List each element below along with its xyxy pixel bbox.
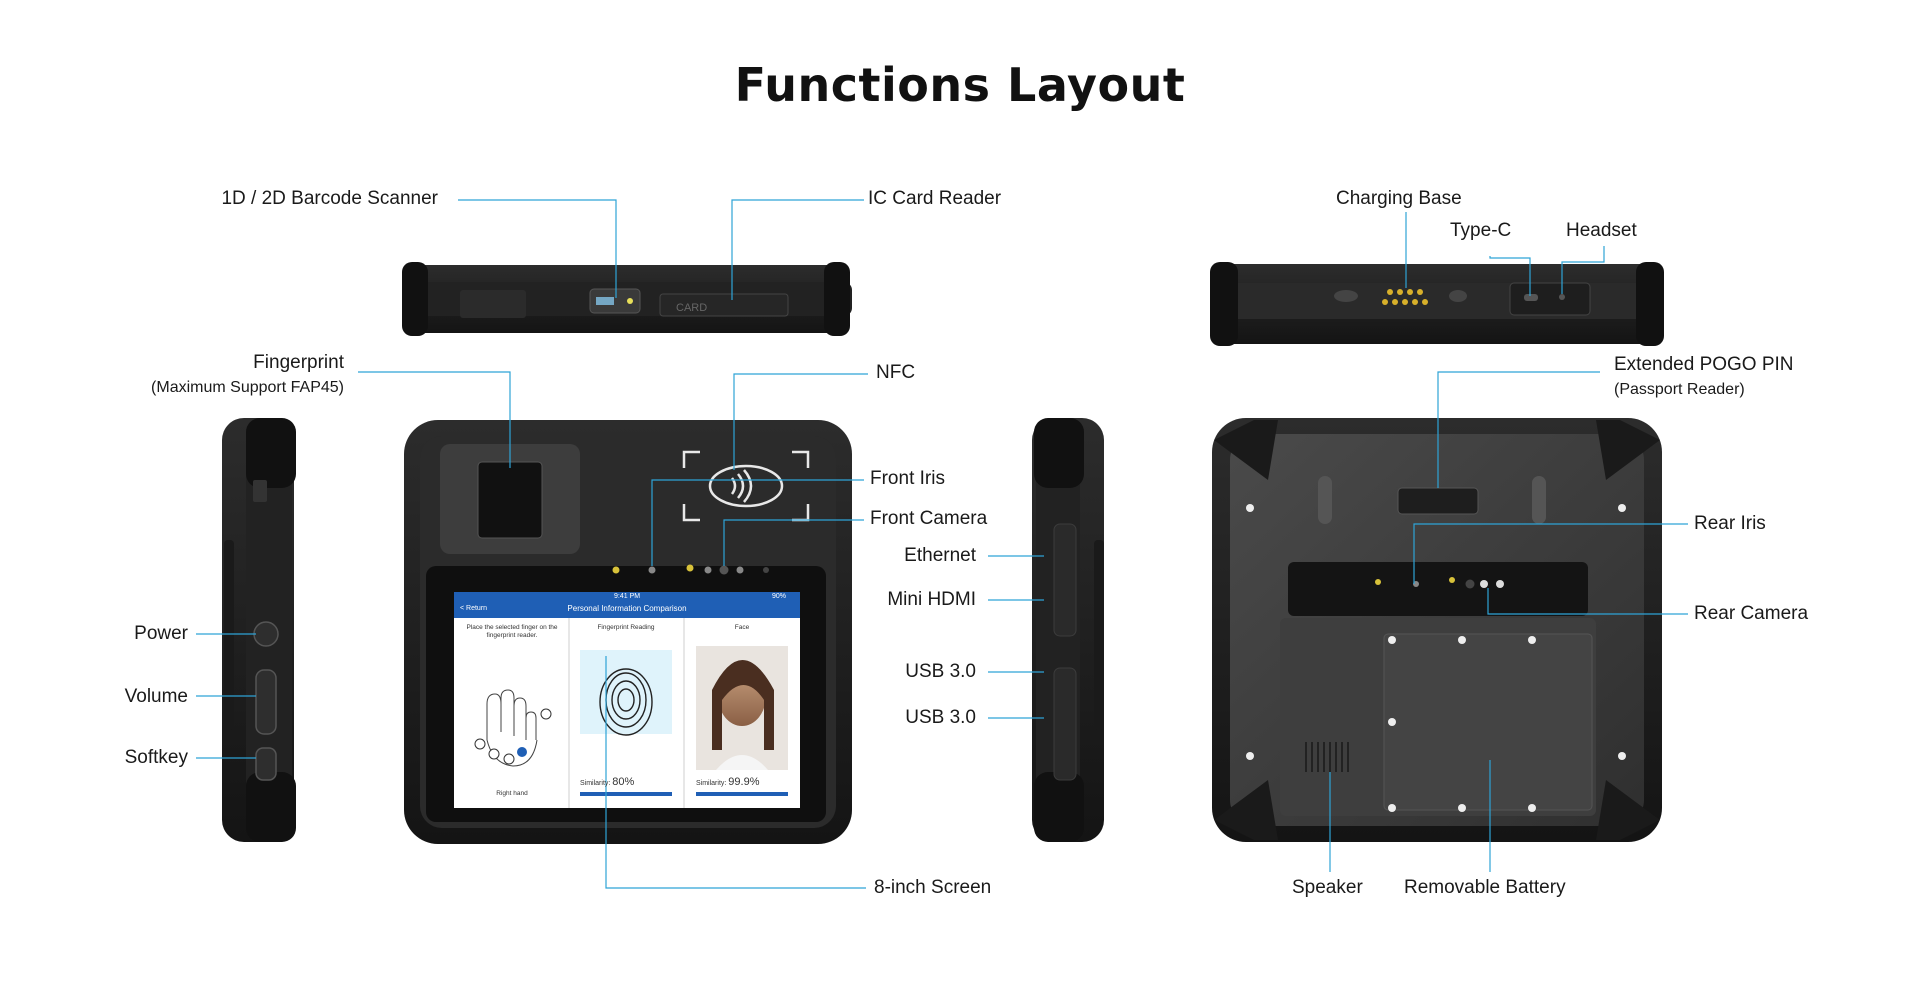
page-title: Functions Layout <box>734 58 1186 112</box>
top-edge-view: CARD <box>402 262 852 336</box>
label-headset: Headset <box>1566 220 1637 241</box>
label-ic-card-reader: IC Card Reader <box>868 188 1002 209</box>
screen-header-title: Personal Information Comparison <box>567 604 687 613</box>
speaker-grille <box>1305 742 1349 772</box>
headset-jack <box>1559 294 1565 300</box>
screen-col3-similarity: Similarity: 99.9% <box>696 776 760 788</box>
screen-battery: 90% <box>771 593 786 600</box>
screen-col3-sim-label: Similarity: <box>696 780 727 787</box>
front-iris-sensor <box>648 566 656 574</box>
rear-camera-lens <box>1465 579 1475 589</box>
label-barcode-scanner: 1D / 2D Barcode Scanner <box>221 188 438 209</box>
left-side-view <box>222 418 296 842</box>
screen-col1-title: Place the selected finger on the fingerp… <box>466 624 558 639</box>
screen-back-link[interactable]: < Return <box>460 605 488 612</box>
screen-header-bar: 9:41 PM 90% < Return Personal Informatio… <box>454 592 800 618</box>
label-front-iris: Front Iris <box>870 468 945 489</box>
leader-lines <box>196 199 1688 889</box>
volume-rocker <box>255 669 277 735</box>
softkey-button <box>255 747 277 781</box>
screen-col2-title: Fingerprint Reading <box>597 624 655 631</box>
screen-time: 9:41 PM <box>614 593 641 600</box>
label-front-camera: Front Camera <box>870 508 988 529</box>
label-ethernet: Ethernet <box>904 545 976 566</box>
label-usb-3-0-lower: USB 3.0 <box>905 707 976 728</box>
label-volume: Volume <box>124 686 188 707</box>
hand-illustration <box>486 689 538 767</box>
power-button <box>253 621 279 647</box>
fingerprint-image <box>599 668 653 736</box>
nfc-area <box>682 450 810 522</box>
bottom-edge-view <box>1210 262 1664 346</box>
label-fingerprint-note: (Maximum Support FAP45) <box>151 379 344 396</box>
screen-col1-footer: Right hand <box>496 790 528 797</box>
screen-col2-sim-value: 80% <box>612 776 635 788</box>
charging-base-pins <box>1382 289 1428 305</box>
front-camera-lens <box>719 565 729 575</box>
label-nfc: NFC <box>876 362 916 383</box>
right-side-view <box>1032 418 1104 842</box>
label-extended-pogo-note: (Passport Reader) <box>1614 381 1745 398</box>
label-usb-3-0-upper: USB 3.0 <box>905 661 976 682</box>
pogo-pin-connector <box>1397 487 1479 515</box>
label-8-inch-screen: 8-inch Screen <box>874 877 992 898</box>
label-mini-hdmi: Mini HDMI <box>887 589 976 610</box>
label-removable-battery: Removable Battery <box>1404 877 1566 898</box>
screen-col3-title: Face <box>734 624 750 631</box>
screen-col3-sim-value: 99.9% <box>728 776 760 788</box>
barcode-scanner-window <box>589 288 641 314</box>
label-rear-camera: Rear Camera <box>1694 603 1809 624</box>
type-c-port <box>1524 294 1538 301</box>
rear-sensors <box>1375 577 1504 589</box>
svg-text:CARD: CARD <box>676 302 707 314</box>
screen-col2-sim-label: Similarity: <box>580 780 611 787</box>
front-sensors <box>612 564 769 575</box>
label-charging-base: Charging Base <box>1336 188 1462 209</box>
ic-card-slot <box>659 293 789 317</box>
label-fingerprint: Fingerprint <box>253 352 344 373</box>
fingerprint-sensor <box>477 461 543 539</box>
label-extended-pogo-pin: Extended POGO PIN <box>1614 354 1794 375</box>
screen-col2-similarity: Similarity: 80% <box>580 776 634 788</box>
label-type-c: Type-C <box>1450 220 1512 241</box>
label-power: Power <box>134 623 188 644</box>
rear-view <box>1212 418 1662 842</box>
front-view <box>404 420 852 844</box>
label-softkey: Softkey <box>124 747 188 768</box>
label-rear-iris: Rear Iris <box>1694 513 1766 534</box>
label-speaker: Speaker <box>1292 877 1363 898</box>
